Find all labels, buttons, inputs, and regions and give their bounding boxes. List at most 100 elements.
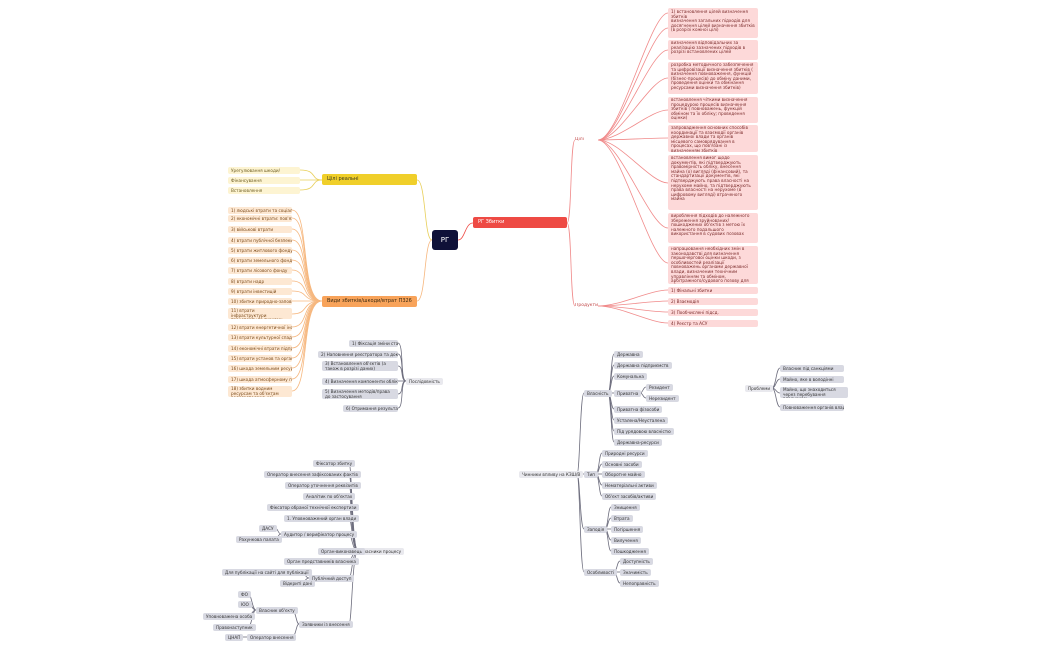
- vlasnist-item[interactable]: Приватна фізособи: [614, 406, 663, 413]
- shkoda-node[interactable]: Заподія: [584, 526, 608, 533]
- uchasnyky-item[interactable]: Фіксатор обраної технічної експертизи: [267, 504, 360, 511]
- poslidovnist-item[interactable]: 3) Встановлення об'єктів (а також в розр…: [322, 361, 398, 371]
- vlasnist-node[interactable]: Власність: [584, 390, 612, 397]
- tsili-item[interactable]: 1) встановлення цілей визначення збитків: [668, 8, 758, 20]
- poslidovnist-item[interactable]: 6) Отримання результату: [343, 405, 398, 412]
- vydy-item[interactable]: 7) втрати лісового фонду: [228, 267, 292, 274]
- operator-sub[interactable]: ЦНАП: [225, 634, 244, 641]
- tsili-item[interactable]: напрацювання необхідних змін в законодав…: [668, 246, 758, 284]
- shkoda-item[interactable]: Пошкодження: [611, 548, 649, 555]
- tsili-item[interactable]: визначення відповідальних за реалізацію …: [668, 40, 758, 60]
- vydy-zbytkiv-node[interactable]: Види збитків/шкоди/втрат П326: [322, 296, 417, 307]
- uchasnyky-item[interactable]: Оператор уточнення реквізитів: [285, 482, 361, 489]
- osoblyvosti-node[interactable]: Особливості: [584, 569, 618, 576]
- uchasnyky-item[interactable]: Орган представників власника: [284, 558, 359, 565]
- problemy-item[interactable]: Повноваження органів влади: [780, 404, 844, 411]
- produkty-item[interactable]: 1) Фінальні збитки: [668, 287, 758, 294]
- vydy-item[interactable]: 1) людські втрати та соціальні втрати: [228, 207, 292, 214]
- uchasnyky-item[interactable]: Фіксатор збитку: [313, 460, 356, 467]
- poslidovnist-item[interactable]: 5) Визначення методів/права до застосува…: [322, 389, 398, 399]
- vlasnist-item[interactable]: Усталена/Неусталена: [614, 417, 668, 424]
- tsili-item[interactable]: визначення загальних підходів для досягн…: [668, 18, 758, 38]
- vlasnist-item[interactable]: Під урядовою власністю: [614, 428, 674, 435]
- poslidovnist-node[interactable]: Послідовність: [406, 378, 443, 385]
- uchasnyky-node[interactable]: Учасники процесу: [358, 548, 405, 555]
- vlasnyk-sub[interactable]: Уповноважена особа: [203, 613, 256, 620]
- pryvatna-sub[interactable]: Резидент: [646, 384, 673, 391]
- typ-item[interactable]: Об'єкт засобів/активи: [602, 493, 657, 500]
- tsili-realni-node[interactable]: Цілі реальні: [322, 174, 417, 185]
- poslidovnist-item[interactable]: 1) Фіксація зміни стану: [349, 340, 398, 347]
- zayavnyky-sub[interactable]: Власник об'єкту: [256, 607, 298, 614]
- typ-item[interactable]: Природні ресурси: [602, 450, 648, 457]
- uchasnyky-item[interactable]: Оператор внесення зафіксованих фактів: [264, 471, 361, 478]
- uchasnyky-item[interactable]: 1. Уповноважений орган влади: [284, 515, 360, 522]
- vydy-item[interactable]: 12) втрати енергетичної інфраструктури: [228, 324, 292, 331]
- vlasnist-item[interactable]: Державна: [614, 351, 643, 358]
- problemy-item[interactable]: Майно, що знаходиться через перебування …: [780, 387, 848, 398]
- problemy-item[interactable]: Майно, яке в володінні: [780, 376, 844, 383]
- osoblyvosti-item[interactable]: Непоправність: [620, 580, 659, 587]
- tsili-item[interactable]: запровадження основних способів координа…: [668, 125, 758, 152]
- vlasnist-item[interactable]: Державна-ресурси: [614, 439, 662, 446]
- vlasnyk-sub[interactable]: ЮО: [238, 601, 252, 608]
- vydy-item[interactable]: 16) шкода земельним ресурсам: [228, 365, 292, 372]
- vydy-item[interactable]: 9) втрати інвестицій: [228, 288, 292, 295]
- tsili-item[interactable]: встановлення чіткими визначення процедур…: [668, 97, 758, 123]
- tsili-realni-item[interactable]: Фінансування: [228, 177, 300, 184]
- vlasnyk-sub[interactable]: ФО: [238, 591, 251, 598]
- pryvatna-sub[interactable]: Нерезидент: [646, 395, 679, 402]
- poslidovnist-item[interactable]: 4) Визначення компоненти обліку: [322, 378, 398, 385]
- vydy-item[interactable]: 17) шкода атмосферному повітрю: [228, 376, 292, 383]
- produkty-node[interactable]: Продукти: [575, 303, 599, 308]
- vlasnyk-sub[interactable]: Правонаступник: [213, 624, 256, 631]
- uchasnyky-item[interactable]: Аналітик по об'єктах: [303, 493, 356, 500]
- uchasnyky-item[interactable]: Заявники із внесення: [299, 621, 353, 628]
- vlasnist-item[interactable]: Приватна: [614, 390, 642, 397]
- produkty-item[interactable]: 4) Реєстр та АСУ: [668, 320, 758, 327]
- uchasnyky-item[interactable]: Публічний доступ: [309, 575, 355, 582]
- auditor-sub[interactable]: Рахункова палата: [236, 536, 282, 543]
- problemy-node[interactable]: Проблеми: [745, 385, 774, 392]
- shkoda-item[interactable]: Вилучення: [611, 537, 641, 544]
- osoblyvosti-item[interactable]: Доступність: [620, 558, 653, 565]
- zayavnyky-sub[interactable]: Оператор внесення: [247, 634, 297, 641]
- tsili-realni-item[interactable]: Урегулювання шкоди/: [228, 167, 300, 174]
- tsili-realni-item[interactable]: Встановлення: [228, 187, 300, 194]
- typ-node[interactable]: Тип: [584, 471, 599, 478]
- chynnyky-node[interactable]: Чинники впливу на КЗШ/В: [519, 471, 584, 478]
- poslidovnist-item[interactable]: 2) Наповнення реєстратора та доказами: [318, 351, 398, 358]
- typ-item[interactable]: Нематеріальні активи: [602, 482, 657, 489]
- vydy-item[interactable]: 8) втрати надр: [228, 278, 292, 285]
- vydy-item[interactable]: 18) збитки водним ресурсам та об'єктам в…: [228, 386, 292, 397]
- typ-item[interactable]: Оборотне майно: [602, 471, 645, 478]
- vydy-item[interactable]: 11) втрати інфраструктури транспорту та …: [228, 308, 292, 319]
- vydy-item[interactable]: 15) втрати установ та організацій: [228, 355, 292, 362]
- vydy-item[interactable]: 6) втрати земельного фонду: [228, 257, 292, 264]
- vydy-item[interactable]: 4) втрати публічної безпеки: [228, 237, 292, 244]
- vydy-item[interactable]: 14) економічні втрати підприємств: [228, 345, 292, 352]
- rg-zbytky-node[interactable]: РГ Збитки: [473, 217, 567, 228]
- public-sub[interactable]: Для публікації на сайті для публікації: [222, 569, 312, 576]
- shkoda-item[interactable]: Втрата: [611, 515, 633, 522]
- vlasnist-item[interactable]: Комунальна: [614, 373, 647, 380]
- uchasnyky-item[interactable]: Орган-виконавець: [318, 548, 365, 555]
- public-sub[interactable]: Відкриті дані: [280, 580, 316, 587]
- root-node[interactable]: РГ: [432, 230, 458, 250]
- problemy-item[interactable]: Власник під санкціями: [780, 365, 844, 372]
- uchasnyky-item[interactable]: Аудитор / верифікатор процесу: [281, 531, 358, 538]
- osoblyvosti-item[interactable]: Значимість: [620, 569, 651, 576]
- vydy-item[interactable]: 10) збитки природно-заповідному фонду: [228, 298, 292, 305]
- tsili-node[interactable]: Цілі: [575, 137, 584, 142]
- vydy-item[interactable]: 2) економічні втрати: пов'язані з (ВВП) …: [228, 215, 292, 222]
- vydy-item[interactable]: 5) втрати житлового фонду та ЖКГ: [228, 247, 292, 254]
- vydy-item[interactable]: 13) втрати культурної спадщини: [228, 334, 292, 341]
- vlasnist-item[interactable]: Державна підприємств: [614, 362, 672, 369]
- tsili-item[interactable]: встановлення вимог щодо документів, які …: [668, 155, 758, 210]
- shkoda-item[interactable]: Знищення: [611, 504, 640, 511]
- produkty-item[interactable]: 3) Пообчислені підсд.: [668, 309, 758, 316]
- produkty-item[interactable]: 2) Взаємодія: [668, 298, 758, 305]
- vydy-item[interactable]: 3) військові втрати: [228, 226, 292, 233]
- auditor-sub[interactable]: ДАСУ: [259, 525, 277, 532]
- tsili-item[interactable]: розробка методичного забезпечення та циф…: [668, 62, 758, 94]
